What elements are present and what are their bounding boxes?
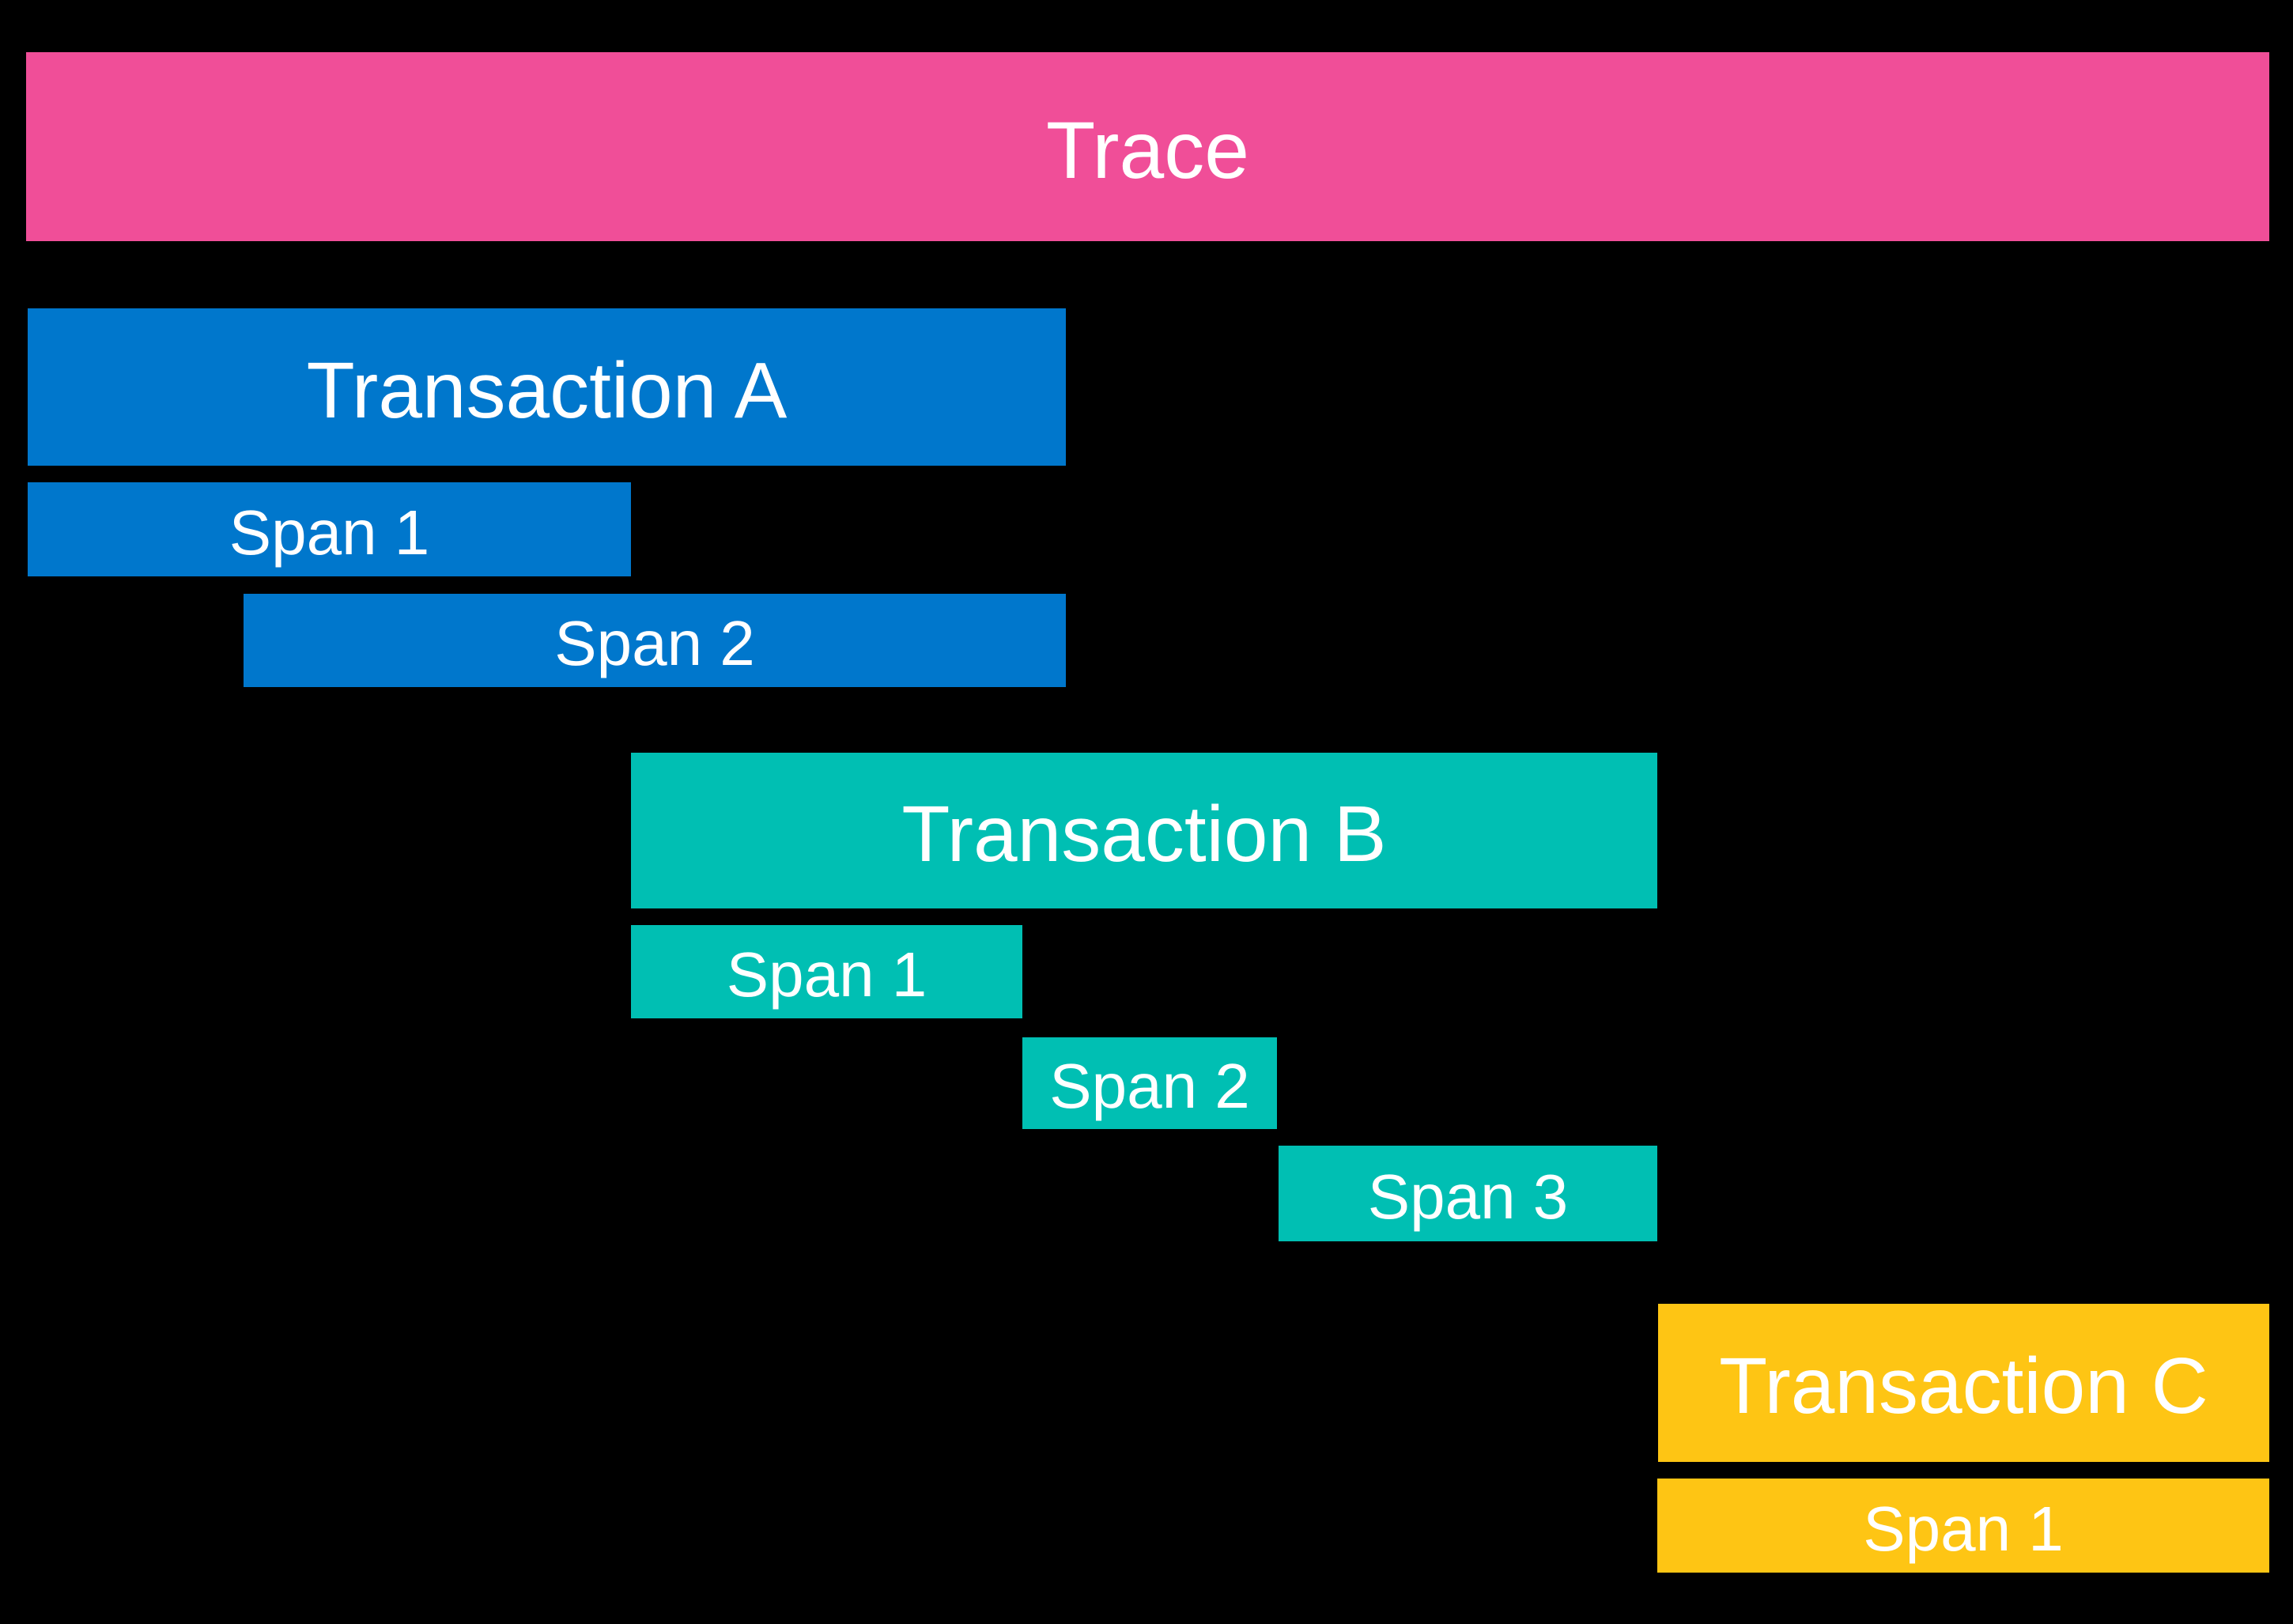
transaction-a-label: Transaction A (306, 346, 788, 435)
transaction-b-span-2-bar: Span 2 (1022, 1037, 1277, 1129)
transaction-c-span-1-label: Span 1 (1863, 1493, 2064, 1564)
transaction-b-span-3-label: Span 3 (1367, 1161, 1569, 1232)
transaction-a-span-2-label: Span 2 (554, 608, 755, 678)
transaction-c-bar: Transaction C (1658, 1304, 2269, 1462)
transaction-a-span-1-label: Span 1 (229, 497, 430, 568)
transaction-b-span-1-label: Span 1 (726, 939, 927, 1010)
trace-bar: Trace (26, 52, 2269, 241)
trace-label: Trace (1046, 104, 1249, 195)
transaction-c-span-1-bar: Span 1 (1657, 1479, 2269, 1573)
transaction-b-span-3-bar: Span 3 (1279, 1146, 1657, 1241)
transaction-b-span-1-bar: Span 1 (631, 925, 1022, 1018)
transaction-c-label: Transaction C (1719, 1342, 2208, 1430)
transaction-a-span-1-bar: Span 1 (28, 482, 631, 576)
transaction-b-bar: Transaction B (631, 753, 1657, 908)
transaction-b-label: Transaction B (901, 789, 1387, 878)
transaction-a-span-2-bar: Span 2 (244, 594, 1066, 687)
transaction-b-span-2-label: Span 2 (1049, 1051, 1250, 1121)
transaction-a-bar: Transaction A (28, 308, 1066, 466)
